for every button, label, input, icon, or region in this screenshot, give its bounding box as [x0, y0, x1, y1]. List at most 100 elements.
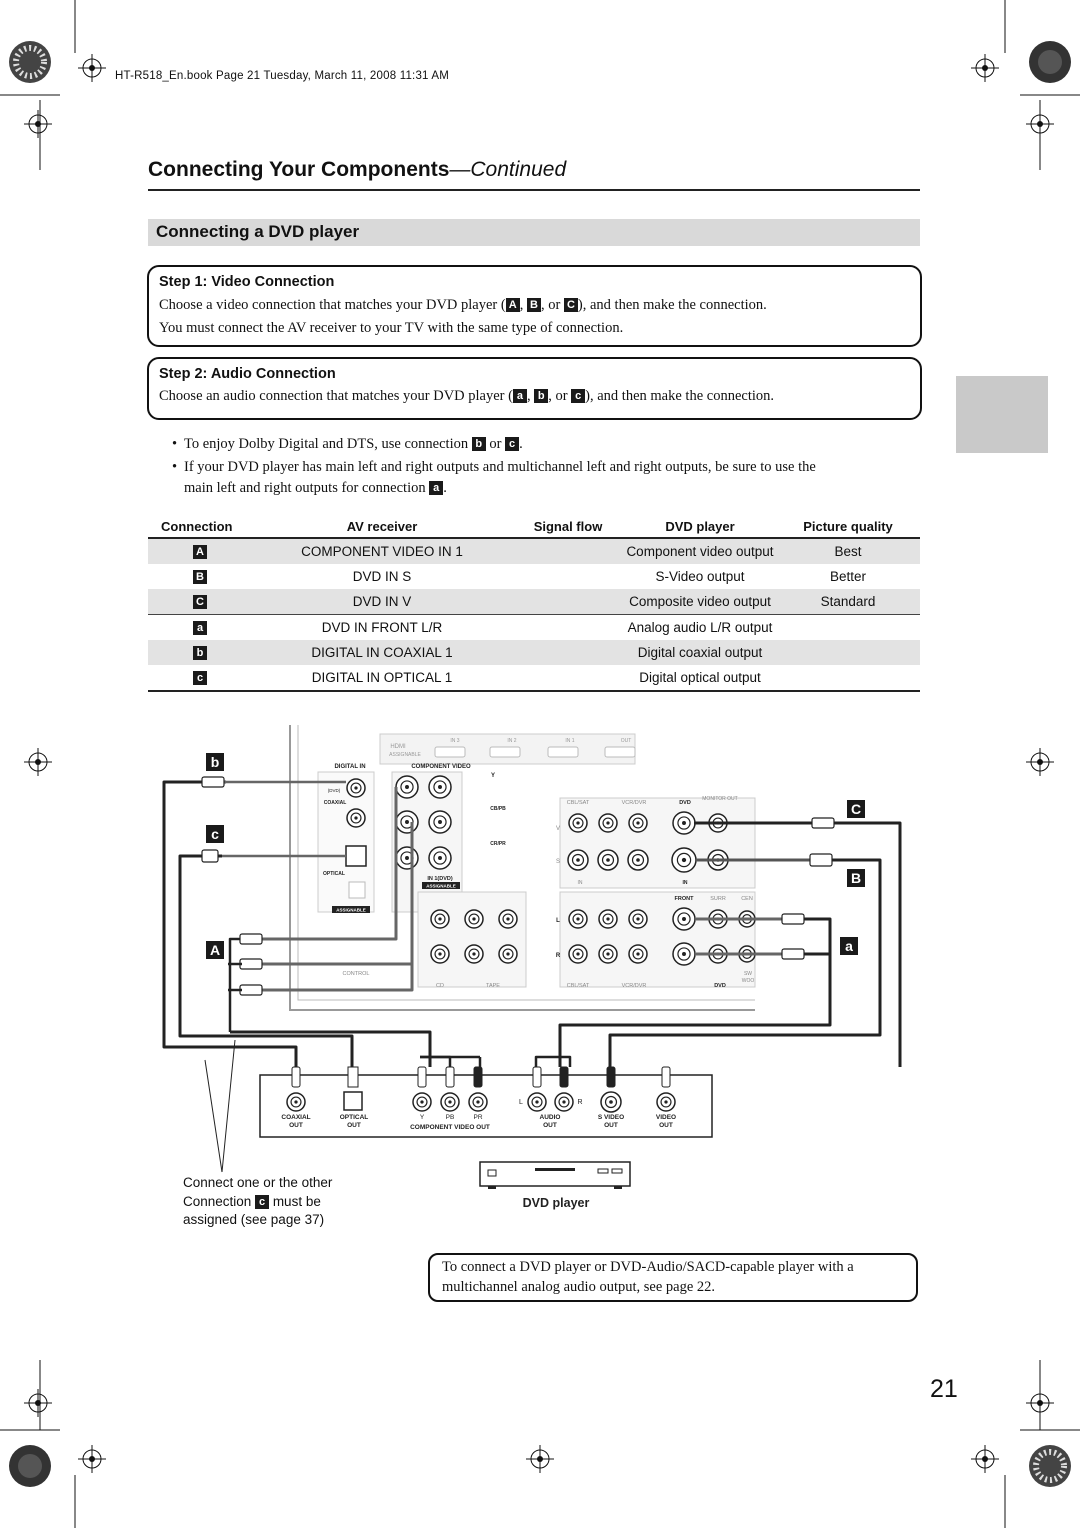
badge-c: c: [505, 437, 520, 451]
dvd-s-jack-pin: [681, 857, 687, 863]
player-plug: [291, 1066, 301, 1088]
coaxial-jack-pin: [354, 786, 358, 790]
callout-C: [847, 800, 865, 818]
cable-pr: [262, 858, 414, 992]
callout-A: [206, 941, 224, 959]
title-rule: [148, 189, 920, 191]
assignable-tag-2: [422, 882, 460, 889]
bullet-1-text: To enjoy Dolby Digital and DTS, use conn…: [184, 436, 523, 453]
dvd-player-button: [597, 1168, 609, 1174]
cell-picture-quality: Standard: [820, 594, 876, 609]
badge-c: c: [571, 389, 586, 403]
hdmi-port: [434, 746, 466, 758]
cell-av-receiver: DIGITAL IN COAXIAL 1: [311, 645, 453, 660]
th-av-receiver: AV receiver: [346, 519, 418, 534]
side-tab: [956, 376, 1048, 453]
player-y-label: Y: [420, 1114, 425, 1121]
component-pr-in1-pin: [438, 856, 442, 860]
player-coaxial-jack-pin: [294, 1100, 298, 1104]
l-label: L: [556, 918, 560, 924]
crpr-label: CR/PR: [490, 841, 506, 847]
coaxial-plug: [201, 776, 225, 788]
digital-in-label: DIGITAL IN: [334, 764, 365, 770]
hdmi-label: HDMI: [390, 744, 406, 750]
cblsat-label: CBL/SAT: [567, 800, 590, 806]
dvd-player-caption: DVD player: [523, 1196, 590, 1210]
step2-line1-post: ), and then make the connection.: [585, 388, 775, 404]
cell-connection: c: [148, 665, 252, 690]
dvd-label-2: DVD: [714, 983, 726, 989]
badge-a: a: [429, 481, 444, 495]
audio-l-jack-pin: [606, 917, 610, 921]
caption-line2-post: must be: [269, 1193, 321, 1209]
page-number: 21: [930, 1375, 958, 1403]
player-video-jack-pin: [664, 1100, 668, 1104]
player-pr-jack-pin: [476, 1100, 480, 1104]
component-pb-in2-pin: [405, 820, 409, 824]
callout-C-label: C: [851, 801, 861, 817]
player-svideo-jack-pin: [609, 1100, 613, 1104]
component-pr-in2-pin: [405, 856, 409, 860]
composite-plug: [811, 817, 835, 829]
step1-title: Step 1: Video Connection: [159, 274, 335, 290]
badge-a: a: [512, 389, 527, 403]
dvd-small-label: (DVD): [328, 788, 341, 793]
bullet-1-post: .: [519, 436, 523, 452]
cd-r-jack-pin: [472, 952, 476, 956]
player-audio-l-jack-pin: [535, 1100, 539, 1104]
hdmi-port: [489, 746, 521, 758]
cd-l-jack-pin: [506, 917, 510, 921]
assignable-tag-2-label: ASSIGNABLE: [426, 884, 456, 889]
dvd-player-foot-2: [614, 1186, 622, 1189]
th-signal-flow: Signal flow: [533, 519, 603, 534]
component-video-label: COMPONENT VIDEO: [411, 764, 471, 770]
player-plug: [532, 1066, 542, 1088]
step1-sep2: , or: [540, 297, 564, 313]
step2-title: Step 2: Audio Connection: [159, 366, 336, 382]
table-divider: [148, 614, 920, 615]
player-coaxial-out: OUT: [289, 1122, 303, 1129]
caption-line-a: [204, 1059, 223, 1173]
in-label-dvd: IN: [683, 880, 688, 886]
player-plug: [606, 1066, 616, 1088]
component-y-in1-pin: [438, 785, 442, 789]
section-bar: Connecting a DVD player: [148, 219, 920, 246]
player-optical-port: [343, 1091, 363, 1111]
th-dvd-player: DVD player: [665, 519, 735, 534]
step1-box: Step 1: Video Connection Choose a video …: [147, 265, 922, 347]
in-label: IN: [578, 880, 583, 886]
bullet-2-line2: main left and right outputs for connecti…: [184, 480, 447, 497]
connection-badge: B: [193, 570, 207, 584]
dvd-player-icon: [479, 1161, 631, 1187]
hdmi-out: OUT: [621, 738, 632, 744]
player-plug: [559, 1066, 569, 1088]
step2-box: Step 2: Audio Connection Choose an audio…: [147, 357, 922, 420]
cell-dvd-player: Digital coaxial output: [637, 645, 763, 660]
step2-line1-pre: Choose an audio connection that matches …: [159, 388, 513, 404]
vcrdvr-label-2: VCR/DVR: [622, 983, 647, 989]
bullet-1-mid: or: [485, 436, 506, 452]
component-plug-pr: [239, 984, 263, 996]
player-coaxial-label: COAXIAL: [281, 1114, 310, 1121]
player-optical-plug: [347, 1066, 359, 1088]
optical-port-2: [348, 881, 366, 899]
svideo-jack-pin: [576, 858, 580, 862]
video-jack-pin: [636, 821, 640, 825]
callout-a: [840, 937, 858, 955]
table-rule: [148, 537, 920, 539]
player-component-label: COMPONENT VIDEO OUT: [410, 1124, 490, 1131]
cell-dvd-player: Composite video output: [629, 594, 771, 609]
y-label: Y: [491, 773, 495, 779]
cell-dvd-player: Digital optical output: [639, 670, 761, 685]
step1-line1: Choose a video connection that matches y…: [159, 297, 767, 314]
step1-line2: You must connect the AV receiver to your…: [159, 320, 624, 336]
caption-line2: Connection c must be: [183, 1193, 332, 1212]
audio-r-jack-pin: [636, 952, 640, 956]
cell-picture-quality: Best: [834, 544, 862, 559]
file-header: HT-R518_En.book Page 21 Tuesday, March 1…: [115, 70, 450, 82]
cable-svideo: [608, 858, 882, 1067]
callout-B-label: B: [851, 870, 861, 886]
cable-coaxial: [162, 780, 298, 1067]
